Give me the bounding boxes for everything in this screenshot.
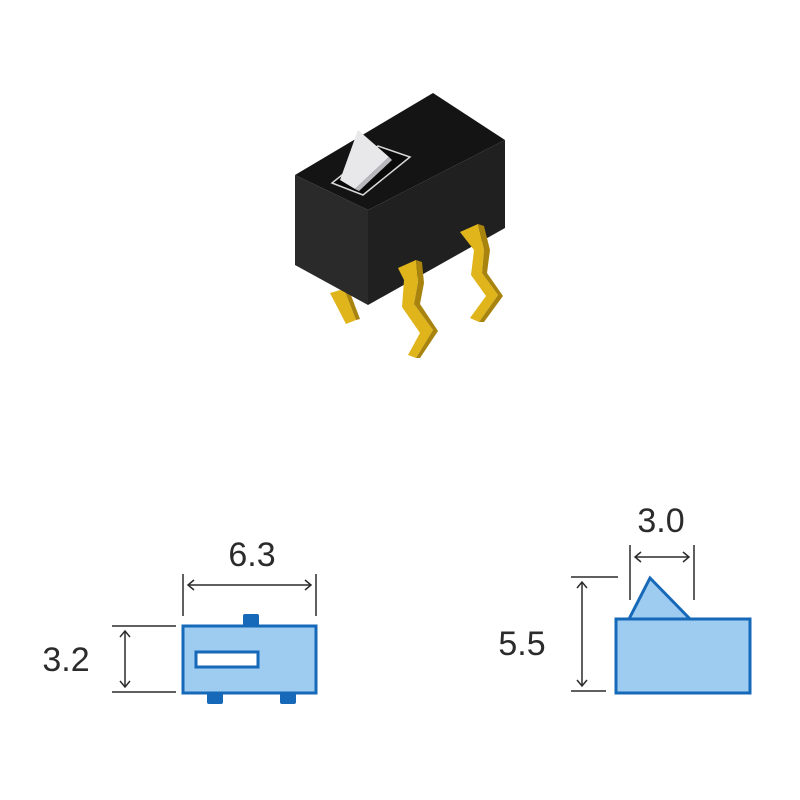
side-height-arrow-top: [576, 580, 588, 589]
side-view-lever: [626, 575, 694, 621]
switch-body-front: [295, 175, 368, 305]
side-view-body: [614, 617, 752, 695]
side-height-label: 5.5: [498, 625, 545, 663]
height-arrow-bottom: [119, 680, 131, 689]
height-label: 3.2: [42, 641, 89, 679]
height-arrow-top: [119, 629, 131, 638]
switch-body-side: [368, 140, 505, 305]
pin-left-shade: [344, 289, 360, 320]
pin-right: [460, 224, 498, 322]
lever-arrow-right: [682, 551, 691, 563]
bottom-tab-left: [207, 693, 223, 704]
slide-lever: [340, 130, 389, 189]
pin-middle-shade: [414, 260, 438, 358]
top-view-slot: [194, 650, 260, 669]
top-tab: [243, 614, 259, 626]
width-arrow-right: [304, 579, 313, 591]
width-arrow-left: [186, 579, 195, 591]
slide-lever-shade: [355, 157, 392, 191]
pin-left: [330, 289, 356, 324]
lever-arrow-left: [633, 551, 642, 563]
switch-3d-render: [295, 93, 505, 358]
width-label: 6.3: [228, 536, 275, 574]
bottom-tab-right: [280, 693, 296, 704]
pin-middle: [398, 260, 433, 358]
pin-right-shade: [478, 224, 503, 322]
side-view-drawing: 3.0 5.5: [498, 502, 752, 695]
lever-label: 3.0: [637, 502, 684, 540]
side-height-arrow-bottom: [576, 679, 588, 688]
top-view-drawing: 6.3 3.2: [42, 536, 318, 704]
